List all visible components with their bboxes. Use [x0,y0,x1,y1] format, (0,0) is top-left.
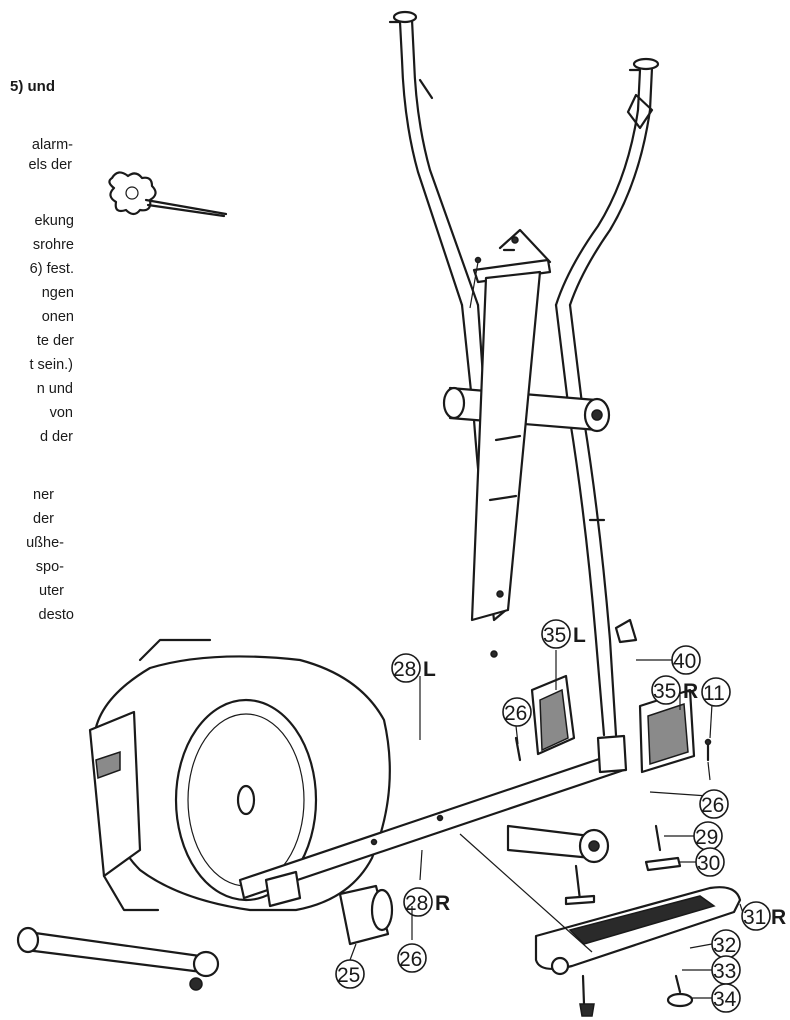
handlebar-right [554,57,660,307]
part-callout-11: 11 [701,677,731,739]
foot-pedal-right [534,886,742,976]
callout-number: 26 [399,948,422,971]
instruction-line: ner [33,487,54,503]
part-callout-33: 33 [682,955,741,985]
flywheel-housing [88,638,391,912]
part-callout-32: 32 [689,929,741,959]
part-callout-40: 40 [636,645,701,675]
callout-number: 28 [405,892,428,915]
callout-number: 31 [743,906,766,929]
part-callout-28L: 28 L [391,653,436,740]
callout-suffix: R [683,680,698,703]
pedal-bracket-right [638,688,696,774]
instruction-line: els der [28,157,72,173]
instruction-line: t sein.) [29,357,73,373]
callout-number: 28 [393,658,416,681]
callout-number: 35 [543,624,566,647]
callout-number: 25 [337,964,360,987]
instruction-line: 6) fest. [29,261,74,277]
base-frame [16,734,628,991]
instruction-line: te der [36,333,74,349]
instruction-text: 5) und alarm- els der ekung srohre 6) fe… [0,0,190,640]
instruction-line: spo- [35,559,64,575]
callout-suffix: L [423,658,436,681]
roller-wheel [338,884,394,946]
handlebar-left [388,10,480,307]
swing-arm-right [554,303,618,737]
part-callout-26-upper: 26 [502,697,532,745]
callout-number: 40 [673,650,696,673]
part-callout-35L: 35 L [541,619,586,690]
instruction-line: n und [36,381,73,397]
callout-number: 26 [701,794,724,817]
part-callout-25: 25 [335,943,365,989]
fasteners [407,618,712,1017]
wrench-icon [108,171,228,218]
instruction-line: uter [39,583,64,599]
callout-number: 26 [504,702,527,725]
instruction-line: ngen [41,285,74,301]
part-callout-30: 30 [680,847,725,877]
instruction-line: ekung [34,213,74,229]
instruction-line: d der [39,429,73,445]
callout-suffix: R [771,906,786,929]
part-callout-26-lower: 26 [397,906,427,973]
callout-number: 35 [653,680,676,703]
part-callout-28R: 28 R [403,849,450,917]
callout-number: 32 [713,934,736,957]
pedal-bracket-left [530,674,576,756]
callout-suffix: R [435,892,450,915]
upright-post [469,228,552,658]
instruction-line: desto [38,607,74,623]
instruction-line: ußhe- [26,535,64,551]
callout-number: 30 [697,852,720,875]
part-callout-29: 29 [664,821,723,851]
instruction-line: der [33,511,54,527]
instruction-line: von [49,405,73,421]
instruction-heading: 5) und [10,78,55,95]
callout-number: 33 [713,960,736,983]
instruction-line: onen [41,309,74,325]
instruction-line: alarm- [31,137,73,153]
part-callout-34: 34 [692,983,741,1013]
callout-number: 34 [713,988,737,1011]
callout-suffix: L [573,624,586,647]
part-callout-26-right: 26 [699,761,729,819]
instruction-line: srohre [32,237,74,253]
callout-number: 29 [695,826,718,849]
part-callout-35R: 35 R [651,675,698,710]
callout-number: 11 [703,682,725,705]
part-callout-31R: 31 R [739,901,786,931]
